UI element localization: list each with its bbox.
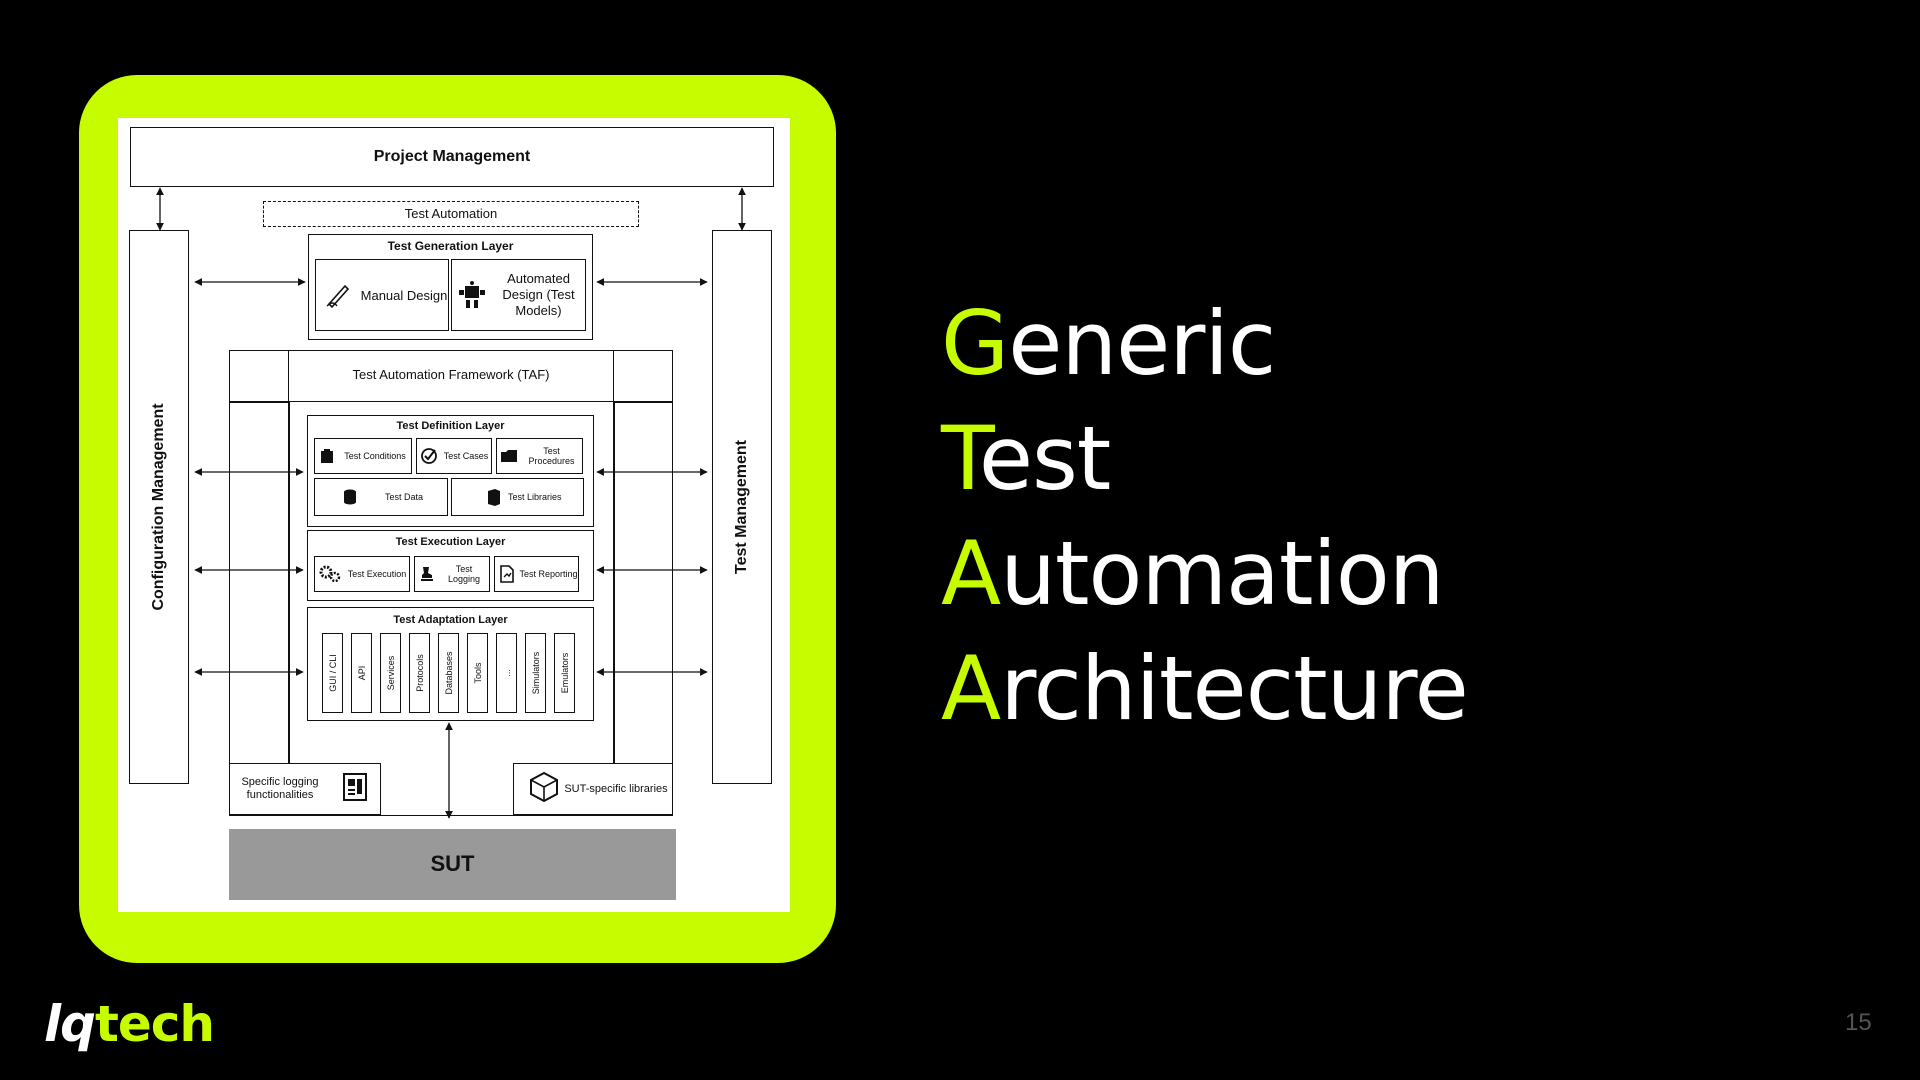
- adaptation-column: Protocols: [409, 633, 430, 713]
- configuration-management-box: Configuration Management: [129, 230, 189, 784]
- test-libraries-label: Test Libraries: [508, 492, 562, 502]
- logo-part-lq: lq: [44, 995, 96, 1053]
- title-line-test: Test: [941, 415, 1111, 503]
- test-reporting-cell: Test Reporting: [494, 556, 579, 592]
- robot-icon: [452, 280, 492, 310]
- logo-part-tech: tech: [94, 995, 215, 1053]
- test-procedures-label: Test Procedures: [528, 446, 575, 466]
- adaptation-column: Emulators: [554, 633, 575, 713]
- clipboard-icon: [315, 448, 339, 464]
- taf-header: [288, 350, 614, 402]
- diagram-arrows: [156, 187, 746, 819]
- page-number: 15: [1845, 1009, 1872, 1036]
- test-execution-layer-title: Test Execution Layer: [395, 536, 506, 548]
- specific-logging-label: Specific logging functionalities: [241, 776, 319, 801]
- pen-icon: [316, 280, 360, 310]
- adaptation-column: GUI / CLI: [322, 633, 343, 713]
- folder-icon: [497, 448, 521, 464]
- adaptation-column-label: Tools: [472, 662, 483, 684]
- title-line-automation: Automation: [941, 530, 1445, 618]
- book-icon: [452, 488, 502, 506]
- test-libraries-cell: Test Libraries: [451, 478, 584, 516]
- adaptation-column: Tools: [467, 633, 488, 713]
- taf-inner-left: [288, 401, 290, 783]
- adaptation-column-label: ...: [501, 669, 512, 677]
- adaptation-column-label: Protocols: [414, 654, 425, 692]
- test-execution-label: Test Execution: [347, 569, 407, 579]
- test-management-box: Test Management: [712, 230, 772, 784]
- adaptation-column: Databases: [438, 633, 459, 713]
- taf-label: Test Automation Framework (TAF): [352, 367, 550, 382]
- title-initial-a1: A: [941, 522, 1001, 625]
- sut-libraries-label: SUT-specific libraries: [564, 782, 668, 795]
- sut-libraries-box: SUT-specific libraries: [513, 763, 673, 815]
- automated-design-cell: Automated Design (Test Models): [451, 259, 586, 331]
- test-logging-cell: Test Logging: [414, 556, 490, 592]
- manual-design-cell: Manual Design: [315, 259, 449, 331]
- adaptation-column-label: Simulators: [530, 651, 541, 695]
- project-management-label: Project Management: [373, 148, 531, 165]
- manual-design-label: Manual Design: [360, 287, 448, 303]
- title-rest-architecture: rchitecture: [1000, 637, 1469, 740]
- title-rest-automation: utomation: [1000, 522, 1444, 625]
- adaptation-column: Services: [380, 633, 401, 713]
- sut-label: SUT: [430, 851, 475, 876]
- test-execution-layer: Test Execution Layer Test Execution Test…: [307, 530, 594, 601]
- cube-icon: [528, 771, 560, 808]
- lqtech-logo: lqtech: [44, 995, 215, 1053]
- test-data-label: Test Data: [385, 492, 424, 502]
- architecture-diagram: Project Management Test Automation Confi…: [118, 118, 790, 912]
- test-cases-label: Test Cases: [443, 451, 489, 461]
- test-procedures-cell: Test Procedures: [496, 438, 583, 474]
- test-generation-layer: Test Generation Layer Manual Design Auto…: [308, 234, 593, 340]
- test-management-label: Test Management: [733, 440, 750, 574]
- log-document-icon: [342, 772, 368, 807]
- test-automation-label: Test Automation: [404, 206, 498, 221]
- taf-box: [229, 350, 673, 816]
- adaptation-column-label: GUI / CLI: [327, 654, 338, 692]
- taf-right-strip: [613, 401, 673, 403]
- checkmark-icon: [417, 447, 441, 465]
- test-conditions-label: Test Conditions: [344, 451, 406, 461]
- automated-design-label: Automated Design (Test Models): [502, 271, 575, 318]
- test-execution-cell: Test Execution: [314, 556, 410, 592]
- title-initial-g: G: [941, 292, 1009, 395]
- test-cases-cell: Test Cases: [416, 438, 492, 474]
- project-management-box: Project Management: [130, 127, 774, 187]
- taf-inner-right: [613, 401, 615, 783]
- test-automation-box: Test Automation: [263, 201, 639, 227]
- adaptation-column-label: API: [356, 665, 367, 681]
- test-logging-label: Test Logging: [447, 564, 481, 584]
- test-data-cell: Test Data: [314, 478, 448, 516]
- title-rest-test: est: [978, 407, 1111, 510]
- database-icon: [315, 489, 385, 505]
- adaptation-column-label: Services: [385, 655, 396, 691]
- test-definition-layer-title: Test Definition Layer: [396, 420, 505, 432]
- taf-left-strip: [229, 401, 289, 403]
- adaptation-column: Simulators: [525, 633, 546, 713]
- title-line-architecture: Architecture: [941, 645, 1469, 733]
- gears-icon: [315, 565, 345, 583]
- adaptation-column-label: Databases: [443, 651, 454, 695]
- test-adaptation-layer: Test Adaptation Layer GUI / CLI API Serv…: [307, 607, 594, 721]
- configuration-management-label: Configuration Management: [150, 403, 167, 611]
- title-initial-a2: A: [941, 637, 1001, 740]
- report-icon: [495, 565, 519, 583]
- specific-logging-box: Specific logging functionalities: [229, 763, 381, 815]
- test-definition-layer: Test Definition Layer Test Conditions Te…: [307, 415, 594, 527]
- test-conditions-cell: Test Conditions: [314, 438, 412, 474]
- test-generation-layer-title: Test Generation Layer: [387, 239, 514, 253]
- title-initial-t: T: [941, 407, 980, 510]
- test-reporting-label: Test Reporting: [519, 569, 578, 579]
- title-line-generic: Generic: [941, 300, 1276, 388]
- adaptation-column: ...: [496, 633, 517, 713]
- adaptation-column-label: Emulators: [559, 652, 570, 694]
- test-adaptation-layer-title: Test Adaptation Layer: [393, 614, 508, 626]
- adaptation-column: API: [351, 633, 372, 713]
- title-rest-generic: eneric: [1008, 292, 1276, 395]
- sut-box: SUT: [229, 829, 676, 900]
- stamp-icon: [415, 566, 439, 582]
